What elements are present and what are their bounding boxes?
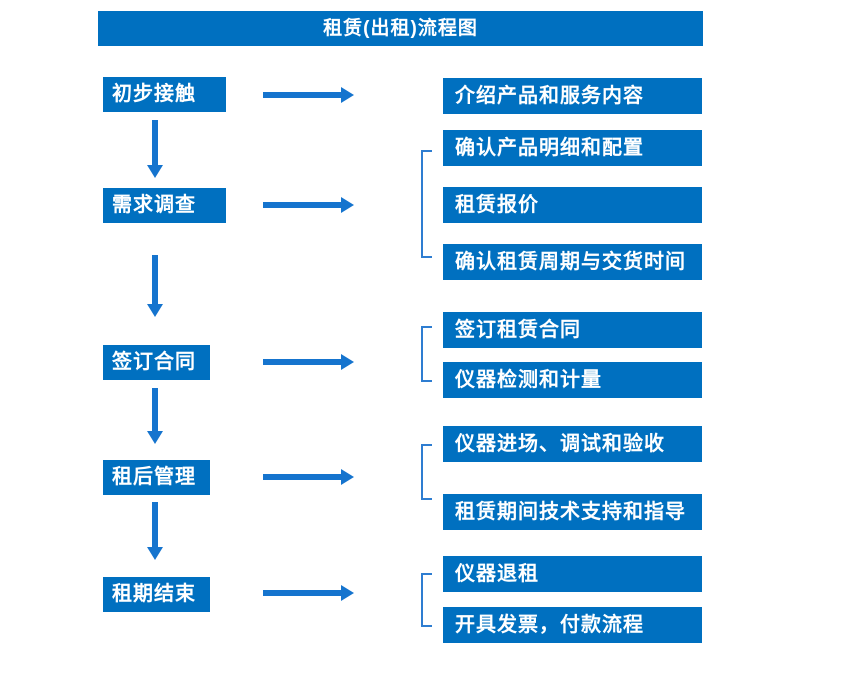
arrow-head xyxy=(341,585,354,601)
stage-box-demand-survey: 需求调查 xyxy=(103,188,226,223)
arrow-head xyxy=(341,354,354,370)
arrow-shaft xyxy=(263,202,341,208)
stage-box-sign-contract: 签订合同 xyxy=(103,345,210,380)
output-box-introduce-products-services: 介绍产品和服务内容 xyxy=(443,78,702,114)
stage-box-rental-end: 租期结束 xyxy=(103,577,210,612)
output-box-sign-rental-contract: 签订租赁合同 xyxy=(443,312,702,348)
group-bracket-post-rental-management xyxy=(421,444,432,500)
arrow-head xyxy=(147,304,163,317)
arrow-shaft xyxy=(152,502,158,547)
output-box-confirm-rental-period-delivery: 确认租赁周期与交货时间 xyxy=(443,244,702,280)
output-box-confirm-product-details: 确认产品明细和配置 xyxy=(443,130,702,166)
output-box-invoice-payment-process: 开具发票，付款流程 xyxy=(443,607,702,643)
arrow-shaft xyxy=(152,120,158,165)
stage-box-initial-contact: 初步接触 xyxy=(103,77,226,112)
arrow-shaft xyxy=(263,359,341,365)
output-box-instrument-return: 仪器退租 xyxy=(443,556,702,592)
group-bracket-sign-contract xyxy=(421,326,432,382)
arrow-shaft xyxy=(152,388,158,431)
arrow-head xyxy=(341,469,354,485)
arrow-head xyxy=(147,431,163,444)
arrow-shaft xyxy=(263,474,341,480)
output-box-instrument-testing-metering: 仪器检测和计量 xyxy=(443,362,702,398)
arrow-head xyxy=(341,197,354,213)
arrow-head xyxy=(147,165,163,178)
arrow-shaft xyxy=(263,590,341,596)
output-box-rental-tech-support: 租赁期间技术支持和指导 xyxy=(443,494,702,530)
output-box-rental-quotation: 租赁报价 xyxy=(443,187,702,223)
arrow-head xyxy=(341,87,354,103)
stage-box-post-rental-management: 租后管理 xyxy=(103,460,210,495)
group-bracket-demand-survey xyxy=(421,150,432,258)
output-box-instrument-setup-acceptance: 仪器进场、调试和验收 xyxy=(443,426,702,462)
arrow-head xyxy=(147,547,163,560)
arrow-shaft xyxy=(152,255,158,304)
group-bracket-rental-end xyxy=(421,573,432,627)
arrow-shaft xyxy=(263,92,341,98)
flowchart-title: 租赁(出租)流程图 xyxy=(98,11,703,46)
